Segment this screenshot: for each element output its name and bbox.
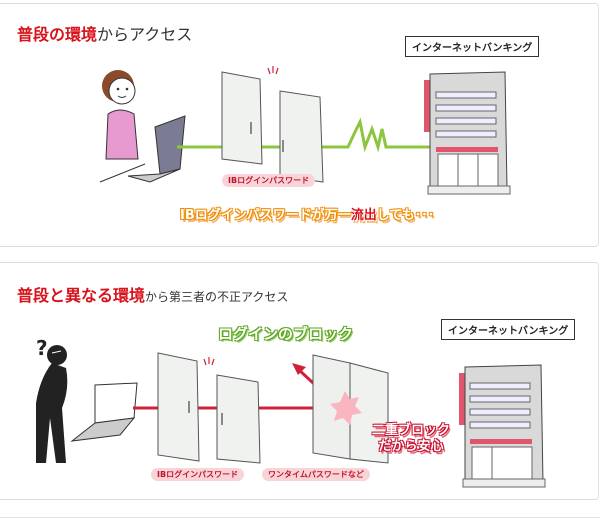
section-title: 普段と異なる環境から第三者の不正アクセス bbox=[17, 282, 288, 306]
title-rest: からアクセス bbox=[97, 25, 193, 44]
bank-server-icon bbox=[424, 71, 511, 195]
login-block-label: ログインのブロック bbox=[218, 325, 354, 343]
caption-text: しても･･･ bbox=[376, 208, 435, 223]
laptop-icon bbox=[127, 115, 186, 183]
door-icon bbox=[157, 352, 200, 462]
double-block-line: だから安心 bbox=[378, 439, 444, 454]
title-highlight: 普段と異なる環境 bbox=[17, 286, 146, 305]
internet-banking-label: インターネットバンキング bbox=[405, 36, 540, 57]
unauthorized-access-illustration: ? bbox=[36, 336, 546, 488]
onetime-password-label: ワンタイムパスワードなど bbox=[262, 468, 370, 481]
caption-highlight: 流出 bbox=[350, 208, 377, 223]
normal-access-panel: 普段の環境からアクセス bbox=[0, 3, 599, 247]
unauthorized-access-panel: 普段と異なる環境から第三者の不正アクセス ? bbox=[0, 262, 599, 500]
laptop-icon bbox=[70, 382, 138, 442]
door-icon bbox=[279, 90, 324, 183]
arrow-head-icon bbox=[292, 363, 306, 375]
password-label: IBログインパスワード bbox=[222, 174, 316, 187]
user-woman-icon bbox=[99, 70, 146, 183]
impact-burst-icon bbox=[330, 391, 362, 425]
double-door-icon bbox=[312, 354, 389, 464]
title-rest: から第三者の不正アクセス bbox=[145, 290, 289, 304]
leak-caption: IBログインパスワードが万一流出しても･･･ bbox=[180, 204, 434, 223]
password-label: IBログインパスワード bbox=[151, 468, 245, 481]
door-icon bbox=[216, 374, 261, 464]
bank-server-icon bbox=[459, 364, 546, 488]
connection-zigzag bbox=[323, 117, 430, 153]
title-highlight: 普段の環境 bbox=[17, 25, 98, 44]
suspicious-person-icon bbox=[36, 345, 68, 463]
internet-banking-label: インターネットバンキング bbox=[441, 319, 576, 340]
divider bbox=[0, 517, 600, 518]
door-icon bbox=[221, 71, 263, 165]
double-block-line: 二重ブロック bbox=[372, 423, 451, 438]
caption-text: IBログインパスワードが万一 bbox=[180, 208, 351, 223]
section-title: 普段の環境からアクセス bbox=[17, 21, 192, 45]
double-block-label: 二重ブロック だから安心 bbox=[372, 423, 450, 455]
alert-marks-icon bbox=[203, 357, 215, 366]
question-mark: ? bbox=[36, 336, 48, 360]
normal-access-illustration bbox=[99, 66, 511, 195]
alert-marks-icon bbox=[267, 66, 279, 75]
